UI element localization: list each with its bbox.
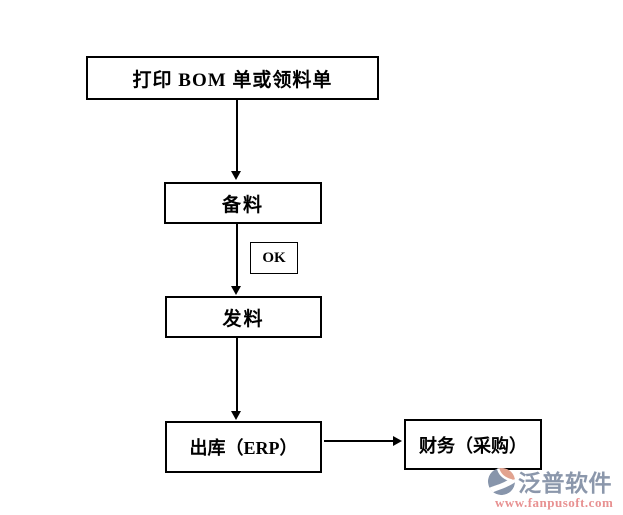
arrow-line-outbound-to-finance: [324, 440, 394, 442]
arrowhead-right-icon: [393, 436, 402, 446]
fanpu-logo-icon: [487, 467, 516, 496]
fanpu-brand-text: 泛普软件: [518, 471, 612, 497]
fanpu-watermark: 泛普软件 www.fanpusoft.com: [484, 463, 623, 515]
arrow-line-prepare-to-issue: [236, 224, 238, 287]
flow-node-label: 发料: [222, 308, 265, 330]
flow-node-label: 财务（采购）: [419, 435, 527, 456]
flow-node-label: 打印 BOM 单或领料单: [132, 69, 333, 91]
flow-node-label: 备料: [221, 194, 264, 216]
flow-node-outbound-erp: 出库（ERP）: [165, 421, 322, 473]
flow-node-finance-purchase: 财务（采购）: [404, 419, 542, 470]
flow-node-issue-material: 发料: [165, 296, 322, 338]
flow-node-ok: OK: [250, 242, 298, 274]
fanpu-website-text: www.fanpusoft.com: [495, 495, 614, 510]
flow-node-prepare-material: 备料: [164, 182, 322, 224]
flow-node-print-bom: 打印 BOM 单或领料单: [86, 56, 379, 100]
arrowhead-down-icon: [231, 411, 241, 420]
flow-node-label: 出库（ERP）: [189, 438, 298, 458]
arrowhead-down-icon: [231, 171, 241, 180]
flow-node-label: OK: [262, 249, 286, 266]
arrow-line-print-to-prepare: [236, 100, 238, 172]
arrowhead-down-icon: [231, 286, 241, 295]
arrow-line-issue-to-outbound: [236, 338, 238, 412]
